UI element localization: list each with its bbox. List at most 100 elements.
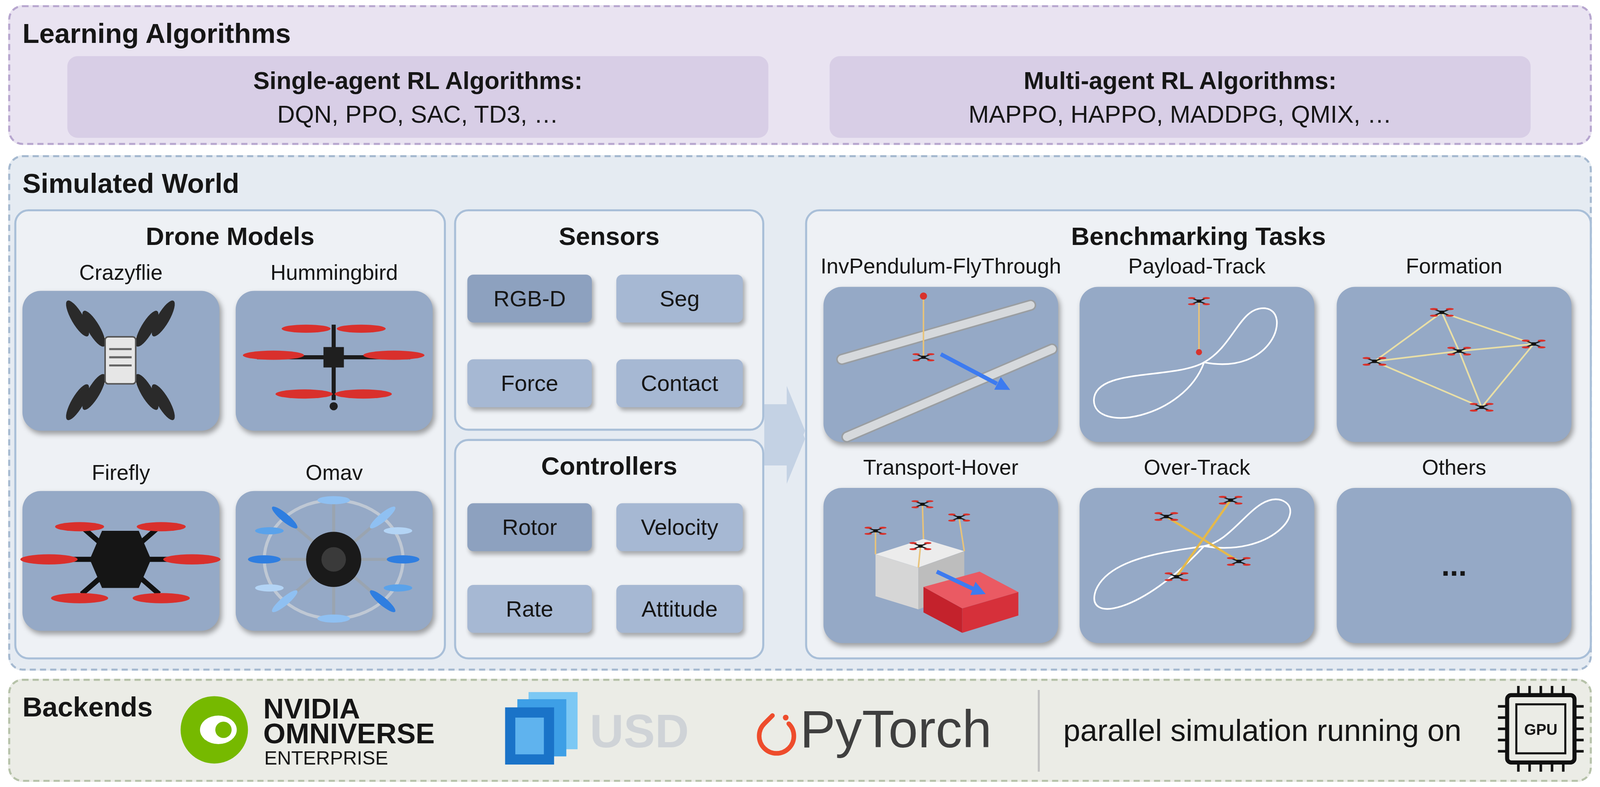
gpu-chip-icon — [1561, 762, 1565, 772]
gpu-chip-icon — [1574, 750, 1584, 753]
formation-drawing — [1442, 312, 1460, 352]
omav-drawing — [247, 496, 420, 623]
tile-text: ... — [1441, 550, 1467, 581]
transport-hover-drawing — [874, 531, 877, 555]
tile-image-box — [235, 491, 433, 632]
formation-drawing — [1374, 351, 1460, 362]
transport-hover-drawing — [909, 542, 932, 551]
crazyflie-drawing — [147, 381, 179, 423]
section-title: Learning Algorithms — [22, 17, 291, 50]
algorithm-list: MAPPO, HAPPO, MADDPG, QMIX, … — [829, 97, 1531, 131]
backend-label: GPU — [1516, 721, 1566, 738]
formation-drawing — [1521, 339, 1546, 349]
gpu-chip-icon — [1574, 716, 1584, 719]
transport-hover-drawing — [947, 513, 971, 522]
formation-drawing — [1362, 307, 1546, 412]
invpendulum-drawing — [919, 292, 928, 300]
section-title: Backends — [22, 691, 153, 724]
gpu-chip-icon — [1528, 686, 1531, 696]
hummingbird-drawing — [243, 350, 305, 361]
crazyflie-drawing — [131, 371, 163, 413]
transport-hover-drawing — [875, 554, 919, 610]
invpendulum-drawing — [912, 353, 935, 362]
tile-image-box: ... — [1336, 488, 1572, 644]
backend-label: parallel simulation running on — [1063, 715, 1462, 747]
over-track-drawing — [1164, 572, 1189, 582]
gpu-chip-icon — [1516, 704, 1566, 754]
hummingbird-drawing — [243, 324, 425, 411]
firefly-drawing — [136, 522, 186, 532]
button-label: Attitude — [641, 595, 718, 623]
crazyflie-drawing — [78, 307, 110, 350]
backend-label: ENTERPRISE — [264, 748, 389, 768]
crazyflie-drawing — [147, 297, 179, 340]
gpu-chip-icon — [1506, 695, 1575, 763]
panel-heading: Controllers — [455, 450, 762, 481]
omav-drawing — [305, 531, 361, 587]
omav-drawing — [367, 504, 398, 532]
invpendulum-drawing — [841, 305, 1031, 360]
omav-drawing — [383, 584, 413, 592]
omav-drawing — [321, 547, 347, 572]
payload-track-drawing — [1187, 297, 1210, 306]
module-button: Seg — [616, 274, 744, 323]
over-track-drawing — [1154, 512, 1179, 521]
invpendulum-drawing — [841, 292, 1052, 437]
tile-image-box — [1079, 488, 1315, 644]
crazyflie-drawing — [109, 364, 132, 367]
over-track-drawing — [1094, 496, 1291, 610]
block-arrow — [764, 394, 806, 485]
hummingbird-drawing — [336, 324, 386, 333]
button-label: Contact — [640, 370, 719, 397]
tile-image-box — [235, 291, 433, 432]
backend-label: OMNIVERSE — [263, 719, 436, 749]
crazyflie-drawing — [105, 336, 136, 384]
gpu-chip-icon — [1561, 686, 1565, 696]
omav-drawing — [255, 527, 284, 535]
tile-label: Crazyflie — [0, 257, 250, 288]
tile-image-box — [22, 291, 220, 432]
section-band: Simulated WorldDrone ModelsCrazyflieHumm… — [8, 155, 1592, 671]
payload-track-drawing — [1093, 297, 1277, 418]
tile-image-box — [1079, 286, 1315, 442]
tile-label: Firefly — [0, 457, 250, 489]
tile-label: Over-Track — [1049, 452, 1345, 483]
formation-drawing — [1481, 344, 1534, 408]
omav-drawing — [269, 504, 300, 532]
over-track-drawing — [1094, 499, 1291, 609]
omav-drawing — [332, 500, 336, 619]
over-track-drawing — [1166, 516, 1240, 562]
group-panel: ControllersRotorVelocityRateAttitude — [453, 439, 765, 660]
transport-hover-drawing — [864, 500, 1019, 634]
hummingbird-drawing — [329, 402, 338, 411]
formation-drawing — [1447, 346, 1472, 356]
algorithm-heading: Multi-agent RL Algorithms: — [829, 63, 1531, 98]
module-button: Rate — [467, 585, 592, 634]
gpu-chip-icon — [1498, 716, 1508, 719]
transport-hover-drawing — [923, 587, 963, 634]
task-tile: Transport-Hover — [823, 452, 1059, 644]
gpu-chip-icon — [1574, 739, 1584, 742]
omav-drawing — [264, 557, 404, 562]
crazyflie-drawing — [85, 377, 107, 397]
tile-image-box — [823, 286, 1059, 442]
transport-hover-drawing — [918, 547, 921, 568]
omav-drawing — [264, 500, 404, 619]
group-panel: SensorsRGB-DSegForceContact — [453, 209, 765, 431]
formation-drawing — [1374, 361, 1482, 408]
tile-label: Hummingbird — [204, 257, 464, 288]
invpendulum-drawing — [846, 349, 1052, 438]
formation-drawing — [1374, 312, 1534, 408]
backend-label: PyTorch — [800, 702, 992, 756]
tile-image-box — [823, 488, 1059, 644]
omav-drawing — [367, 587, 398, 616]
panel-heading: Benchmarking Tasks — [807, 220, 1590, 252]
payload-track-drawing — [1093, 308, 1277, 419]
task-tile: Over-Track — [1079, 452, 1315, 644]
backend-label: USD — [589, 707, 689, 755]
usd-logo — [517, 699, 567, 757]
nvidia-logo — [200, 715, 237, 745]
algorithm-box: Multi-agent RL Algorithms:MAPPO, HAPPO, … — [829, 56, 1531, 138]
